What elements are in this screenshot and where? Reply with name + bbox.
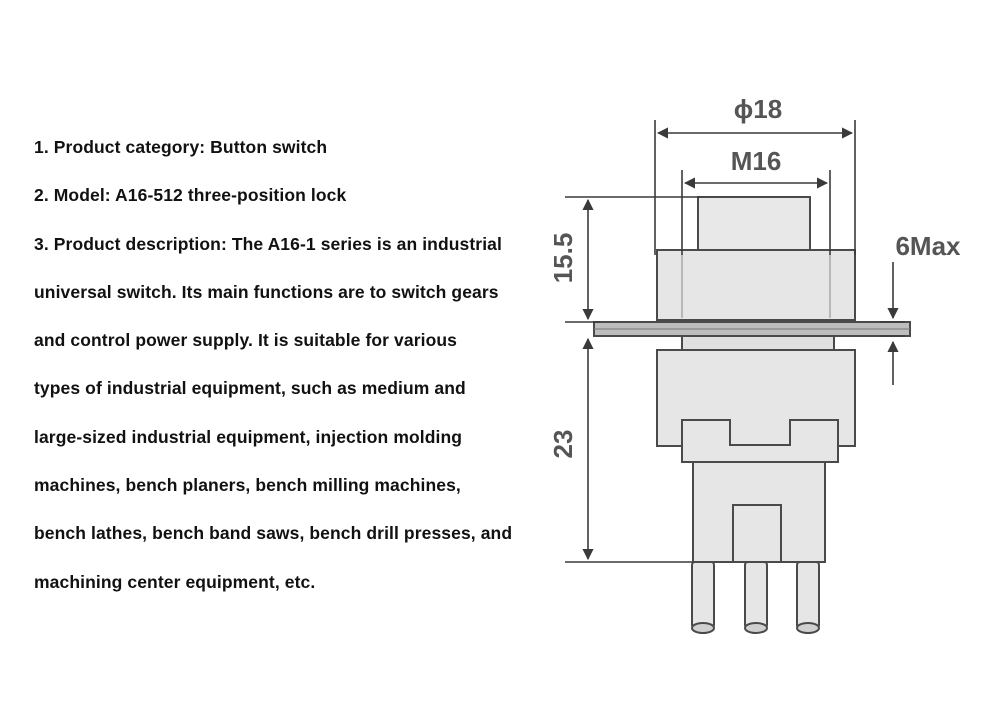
panel-max-label: 6Max xyxy=(895,231,961,261)
terminal-pin xyxy=(744,561,768,629)
description-line: large-sized industrial equipment, inject… xyxy=(34,426,463,447)
description-line: 3. Product description: The A16-1 series… xyxy=(34,233,502,254)
thread-label: M16 xyxy=(731,146,782,176)
description-line: machining center equipment, etc. xyxy=(34,571,316,592)
switch-bezel xyxy=(656,249,856,321)
terminal-pin xyxy=(691,561,715,629)
description-line: bench lathes, bench band saws, bench dri… xyxy=(34,523,513,544)
dimension-lines xyxy=(565,120,905,563)
description-line: and control power supply. It is suitable… xyxy=(34,330,457,351)
product-description: 1. Product category: Button switch 2. Mo… xyxy=(34,128,534,611)
terminal-pin xyxy=(796,561,820,629)
diameter-label: ϕ18 xyxy=(734,94,782,124)
description-line: types of industrial equipment, such as m… xyxy=(34,378,466,399)
description-line: universal switch. Its main functions are… xyxy=(34,281,499,302)
description-line: 2. Model: A16-512 three-position lock xyxy=(34,185,347,206)
top-height-label: 15.5 xyxy=(548,233,578,284)
description-line: machines, bench planers, bench milling m… xyxy=(34,475,461,496)
switch-body xyxy=(593,196,911,634)
body-height-label: 23 xyxy=(548,430,578,459)
description-line: 1. Product category: Button switch xyxy=(34,137,328,157)
switch-cap xyxy=(697,196,811,253)
